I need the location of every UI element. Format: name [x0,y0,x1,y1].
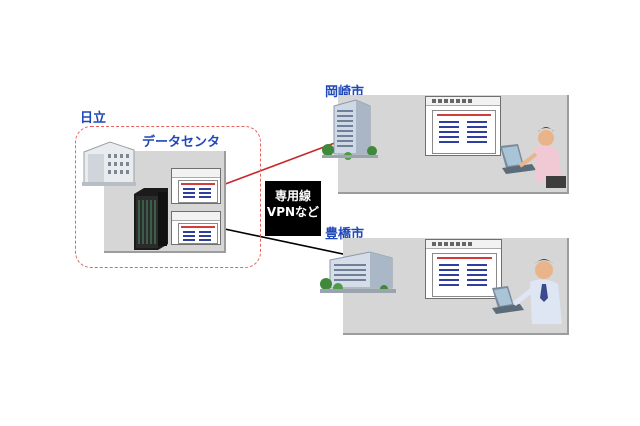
datacenter-label: データセンタ [142,135,221,150]
okazaki-building-icon [320,98,380,160]
factory-building-icon [320,246,396,294]
datacenter-window-bottom [171,211,221,245]
network-label-box: 専用線 VPNなど [265,181,321,236]
toyohashi-user-at-laptop-icon [486,254,568,330]
network-line2: VPNなど [266,205,320,219]
toyohashi-label: 豊橋市 [325,227,365,242]
toyohashi-window [425,239,502,299]
network-line1: 専用線 [274,189,311,203]
hitachi-label: 日立 [80,111,107,126]
okazaki-user-at-laptop-icon [496,118,568,190]
datacenter-window-top [171,168,221,204]
server-rack-icon [134,188,168,250]
okazaki-window [425,96,501,156]
hitachi-datacenter-boundary [75,126,261,268]
office-building-icon [80,132,138,188]
